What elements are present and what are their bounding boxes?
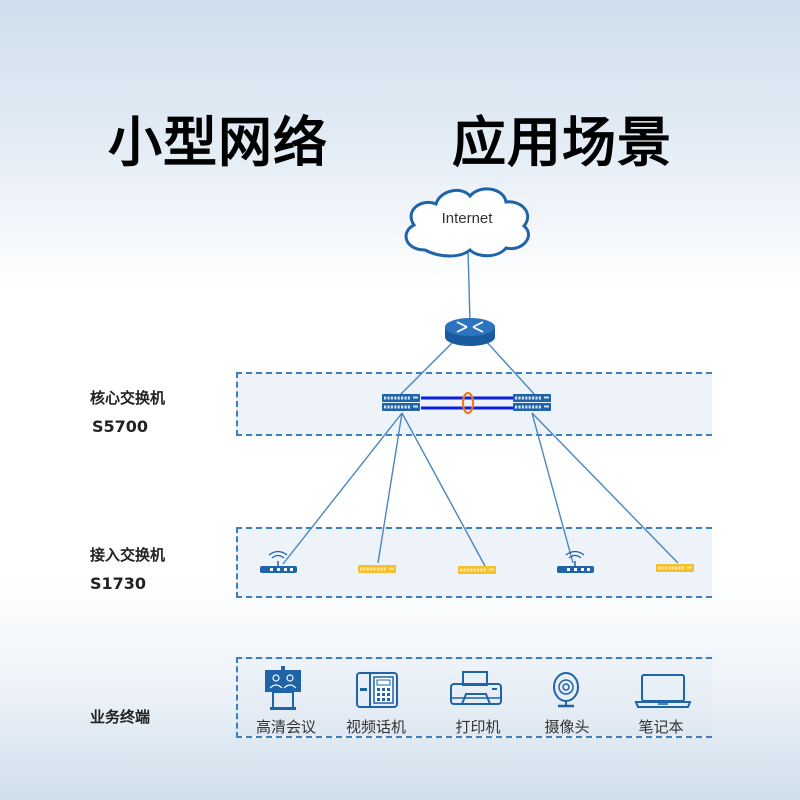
stack-links [421, 391, 513, 415]
terminal-label-4: 摄像头 [544, 718, 590, 736]
terminal-label-2: 视频话机 [345, 718, 406, 736]
internet-label: Internet [442, 210, 494, 227]
terminal-label-3: 打印机 [455, 718, 501, 736]
access-wireless-router-4-icon [557, 550, 594, 573]
access-wireless-router-1-icon [260, 550, 297, 573]
terminal-label-1: 高清会议 [255, 718, 316, 736]
link-core1-access3 [401, 412, 486, 567]
core-switch-1-upper-icon [382, 394, 420, 402]
internet-cloud-icon [404, 187, 530, 258]
core-layer-label: 核心交换机 [90, 389, 166, 407]
core-model: S5700 [92, 417, 149, 436]
core-switch-2-upper-icon [513, 394, 551, 402]
access-layer-label: 接入交换机 [90, 546, 166, 564]
access-switch-2-icon [358, 565, 396, 573]
links [282, 249, 679, 567]
terminal-layer-label: 业务终端 [90, 708, 151, 726]
printer-icon [450, 671, 502, 705]
link-core1-access1 [282, 412, 403, 565]
laptop-icon [634, 674, 692, 708]
stack-ring-icon [461, 391, 475, 415]
video-conference-icon [265, 666, 301, 710]
link-core2-access5 [531, 412, 679, 564]
core-switch-2-lower-icon [513, 403, 551, 411]
link-core2-access4 [531, 412, 574, 564]
terminal-label-5: 笔记本 [638, 718, 684, 736]
link-router-core1 [399, 339, 456, 396]
core-switch-1-lower-icon [382, 403, 420, 411]
access-model: S1730 [90, 574, 147, 593]
link-core1-access2 [377, 412, 403, 564]
access-zone [236, 527, 712, 598]
access-switch-5-icon [656, 564, 694, 572]
link-router-core2 [484, 339, 536, 396]
title-small-network: 小型网络 [108, 111, 328, 174]
router-icon [445, 318, 495, 346]
access-switch-3-icon [458, 566, 496, 574]
camera-icon [553, 672, 579, 708]
link-internet-router [467, 249, 471, 323]
video-phone-icon [356, 672, 398, 708]
title-application-scenario: 应用场景 [452, 111, 672, 174]
